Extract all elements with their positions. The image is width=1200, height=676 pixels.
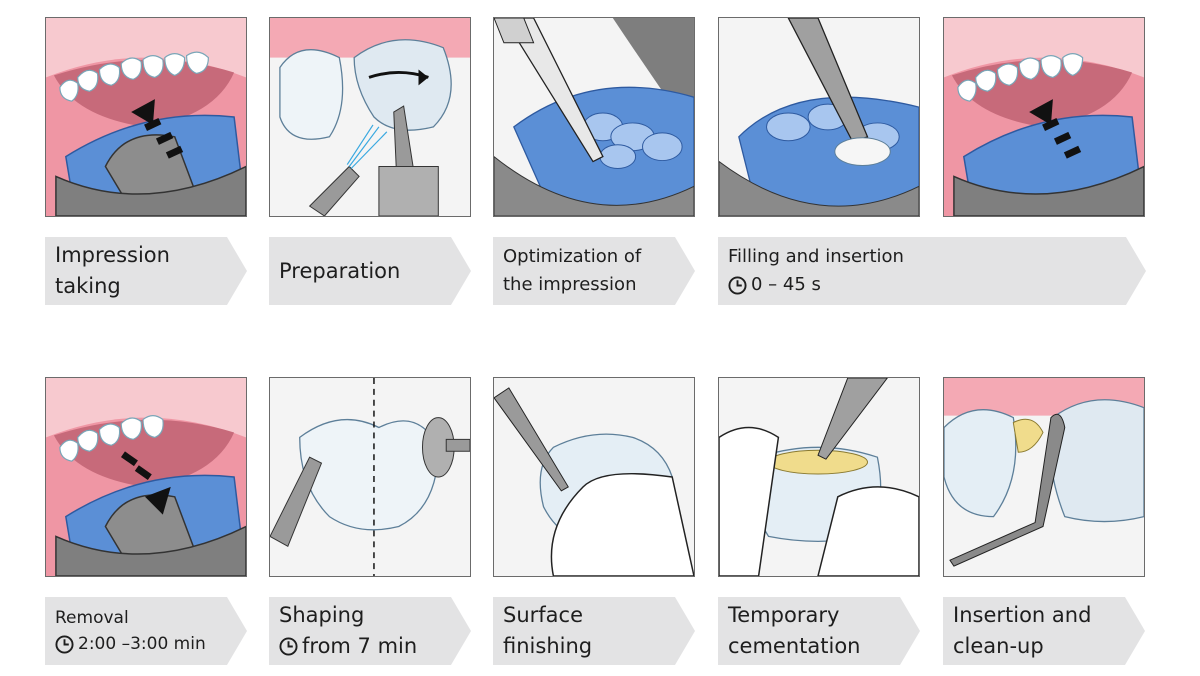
illustration-optimization [493, 17, 695, 217]
illustration-insertion-cleanup [943, 377, 1145, 577]
step-title-line: taking [55, 274, 121, 298]
step-time-value: from 7 min [302, 634, 418, 658]
step-title-line: Optimization of [503, 246, 642, 267]
step-time-value: 0 – 45 s [751, 274, 821, 295]
illustration-insertion-return [943, 17, 1145, 217]
step-title-line: cementation [728, 634, 861, 658]
step-label-removal: Removal 2:00 –3:00 min [45, 597, 247, 665]
clock-icon [55, 635, 74, 654]
step-time: 2:00 –3:00 min [55, 631, 247, 657]
step-time: 0 – 45 s [728, 271, 1146, 299]
step-title-line: Filling and insertion [728, 246, 904, 267]
step-title-line: Shaping [279, 603, 365, 627]
step-title-line: Surface [503, 603, 584, 627]
illustration-temporary-cementation [718, 377, 920, 577]
step-label-surface-finishing: Surface finishing [493, 597, 695, 665]
step-label-optimization: Optimization of the impression [493, 237, 695, 305]
step-label-impression-taking: Impression taking [45, 237, 247, 305]
illustration-removal [45, 377, 247, 577]
step-title-line: finishing [503, 634, 593, 658]
step-label-shaping: Shaping from 7 min [269, 597, 471, 665]
clock-icon [728, 276, 747, 295]
step-label-filling-insertion: Filling and insertion 0 – 45 s [718, 237, 1146, 305]
step-label-preparation: Preparation [269, 237, 471, 305]
illustration-impression-taking [45, 17, 247, 217]
step-title-line: Removal [55, 608, 129, 628]
step-title-line: Insertion and [953, 603, 1092, 627]
step-label-insertion-cleanup: Insertion and clean-up [943, 597, 1145, 665]
step-title-line: Temporary [728, 603, 840, 627]
clock-icon [279, 637, 298, 656]
step-time: from 7 min [279, 631, 471, 662]
step-label-temporary-cementation: Temporary cementation [718, 597, 920, 665]
illustration-shaping [269, 377, 471, 577]
step-title-line: Impression [55, 243, 170, 267]
illustration-filling-insertion [718, 17, 920, 217]
step-title-line: Preparation [279, 258, 401, 283]
step-title-line: clean-up [953, 634, 1044, 658]
illustration-surface-finishing [493, 377, 695, 577]
step-title-line: the impression [503, 274, 637, 295]
step-time-value: 2:00 –3:00 min [78, 634, 206, 654]
illustration-preparation [269, 17, 471, 217]
